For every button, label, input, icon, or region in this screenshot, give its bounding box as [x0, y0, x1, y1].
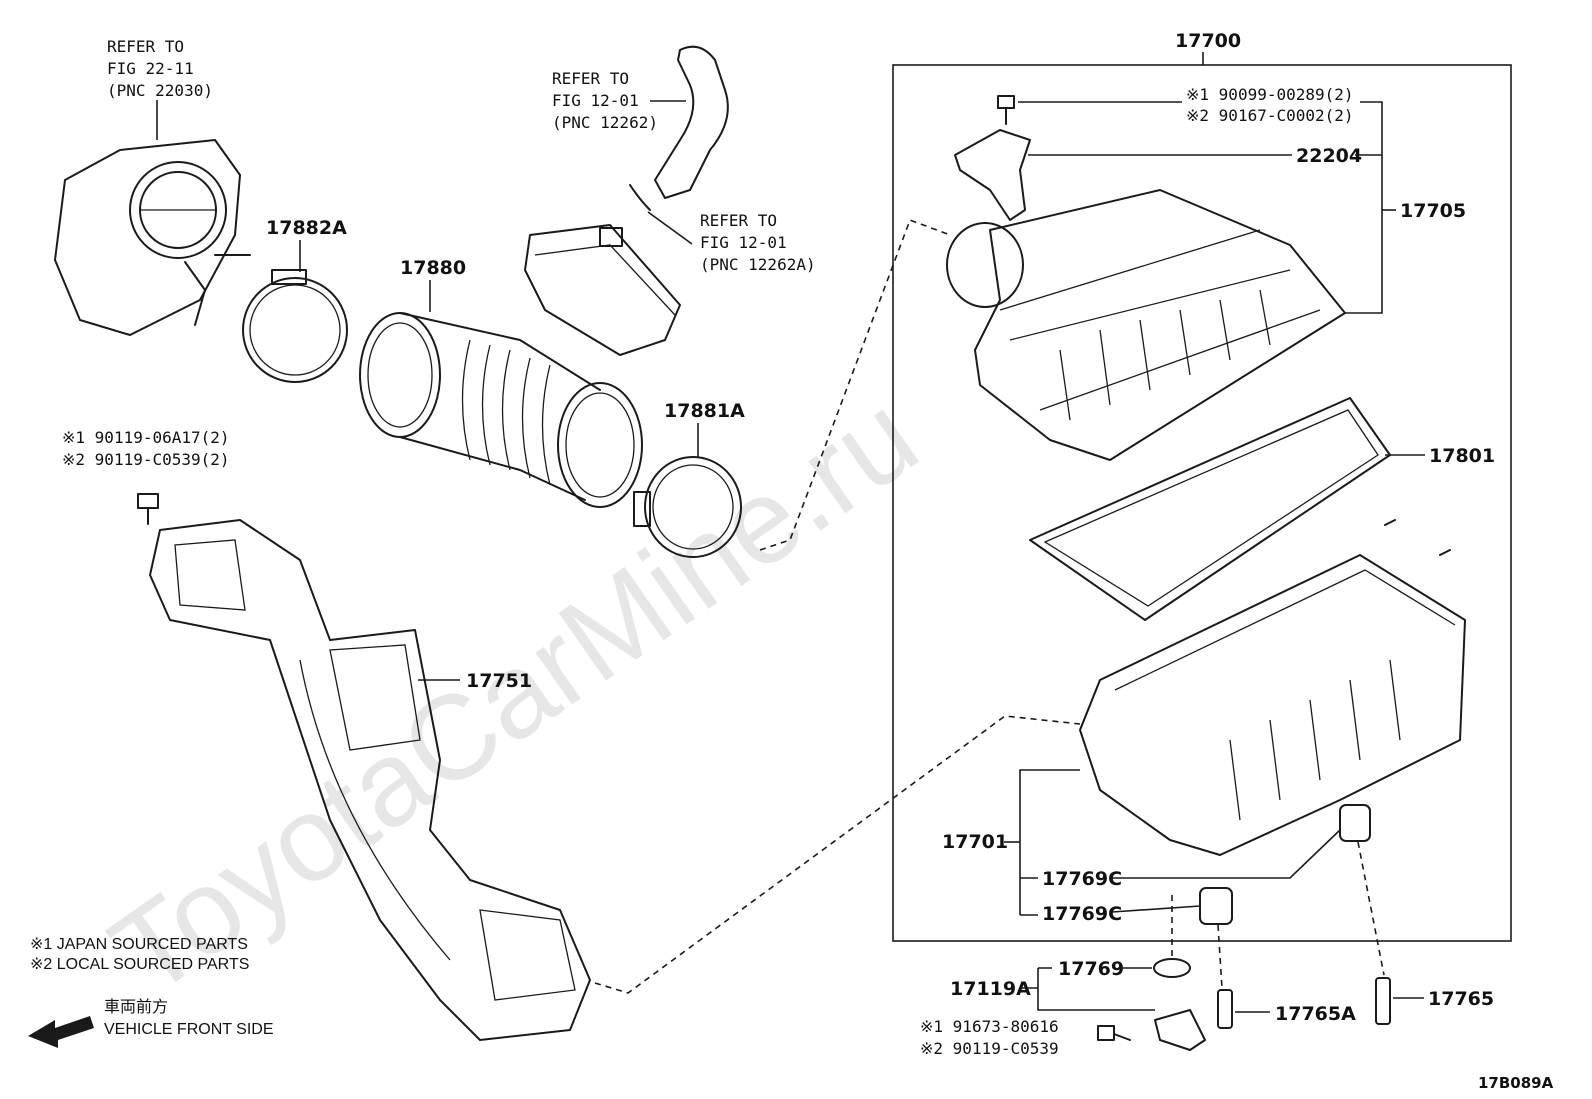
clamp-17881A-drawing	[633, 456, 742, 558]
assembly-box-17700	[892, 64, 1512, 942]
cushion-17769-drawing	[1153, 958, 1191, 978]
duct-bolt-1: ※1 90119-06A17(2)	[62, 428, 230, 447]
bracket-17701	[1019, 769, 1080, 915]
hose-upper-ref-line2: FIG 12-01	[552, 91, 639, 110]
throttle-ref-line2: FIG 22-11	[107, 59, 194, 78]
bracket-bolt-1: ※1 91673-80616	[920, 1017, 1059, 1036]
pin-17765A-drawing	[1217, 989, 1233, 1029]
grommet-17769C-lower-drawing	[1199, 887, 1233, 925]
vehicle-front-arrow-icon	[28, 1016, 94, 1048]
part-17765A-label: 17765A	[1275, 1003, 1356, 1025]
hose-lower-ref-line1: REFER TO	[700, 211, 777, 230]
leader-17769C-a	[1112, 829, 1341, 879]
hose-upper-ref-line1: REFER TO	[552, 69, 629, 88]
duct-bolt-drawing	[137, 493, 159, 525]
bracket-17119A-drawing	[1154, 1009, 1206, 1051]
part-17882A-label: 17882A	[266, 217, 347, 239]
inlet-duct-17751-drawing	[149, 519, 591, 1041]
bracket-17705	[1345, 101, 1383, 314]
pin-17765-drawing	[1375, 977, 1391, 1025]
part-17769-label: 17769	[1058, 958, 1124, 980]
intake-hose-17880-drawing	[359, 312, 643, 508]
hose-upper-ref-line3: (PNC 12262)	[552, 113, 658, 132]
upper-case-17705-drawing	[946, 189, 1346, 461]
direction-jp: 車両前方	[104, 998, 168, 1016]
upper-bolt-drawing	[997, 95, 1015, 125]
bracket-17119A	[1020, 967, 1155, 1011]
throttle-ref-line3: (PNC 22030)	[107, 81, 213, 100]
part-17119A-label: 17119A	[950, 978, 1031, 1000]
part-17880-label: 17880	[400, 257, 466, 279]
link-dashed-hose	[759, 218, 951, 551]
bracket-bolt-2: ※2 90119-C0539	[920, 1039, 1059, 1058]
direction-en: VEHICLE FRONT SIDE	[104, 1021, 274, 1038]
upper-bolt-2: ※2 90167-C0002(2)	[1186, 106, 1354, 125]
part-17705-label: 17705	[1400, 200, 1466, 222]
part-17751-label: 17751	[466, 670, 532, 692]
upper-bolt-1: ※1 90099-00289(2)	[1186, 85, 1354, 104]
lower-case-17701-drawing	[1079, 519, 1466, 856]
throttle-body-drawing	[54, 139, 251, 336]
part-17765-label: 17765	[1428, 988, 1494, 1010]
air-flow-meter-22204-drawing	[954, 129, 1031, 221]
diagram-code: 17B089A	[1478, 1074, 1554, 1092]
breather-hose-drawing	[629, 45, 729, 211]
part-17700-label: 17700	[1175, 30, 1241, 52]
link-dashed-17765A	[1217, 924, 1223, 989]
part-17801-label: 17801	[1429, 445, 1495, 467]
hose-lower-ref-line2: FIG 12-01	[700, 233, 787, 252]
throttle-ref-line1: REFER TO	[107, 37, 184, 56]
leader-hose-lower	[647, 211, 693, 245]
part-17769C-a-label: 17769C	[1042, 868, 1122, 890]
resonator-drawing	[524, 224, 681, 356]
duct-bolt-2: ※2 90119-C0539(2)	[62, 450, 230, 469]
part-17701-label: 17701	[942, 831, 1008, 853]
grommet-17769C-right-drawing	[1339, 804, 1371, 842]
filter-element-17801-drawing	[1029, 397, 1391, 621]
part-17881A-label: 17881A	[664, 400, 745, 422]
hose-lower-ref-line3: (PNC 12262A)	[700, 255, 816, 274]
bracket-bolt-drawing	[1097, 1025, 1131, 1041]
link-dashed-duct	[594, 715, 1081, 994]
leader-17769C-b	[1111, 905, 1201, 913]
clamp-17882A-drawing	[242, 269, 348, 383]
part-22204-label: 22204	[1296, 145, 1362, 167]
legend-japan: ※1 JAPAN SOURCED PARTS	[30, 936, 248, 953]
part-17769C-b-label: 17769C	[1042, 903, 1122, 925]
legend-local: ※2 LOCAL SOURCED PARTS	[30, 956, 249, 973]
link-dashed-17765	[1357, 841, 1385, 976]
